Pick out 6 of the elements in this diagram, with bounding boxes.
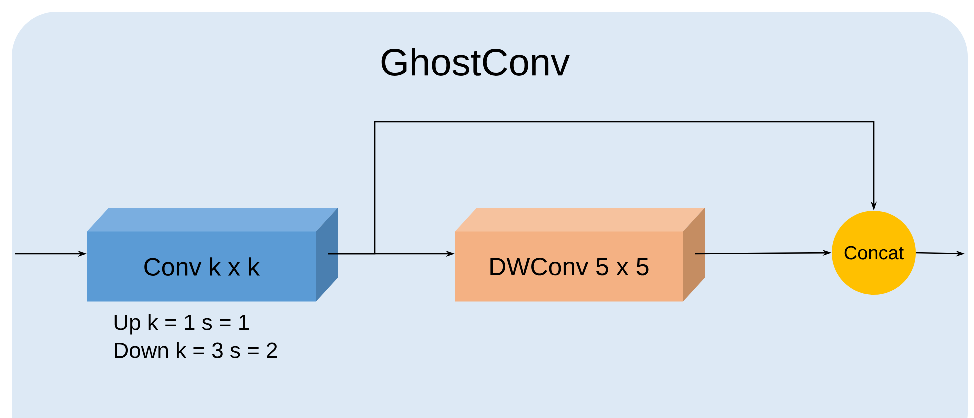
- arrow: [328, 121, 878, 255]
- parameter-note: Down k = 3 s = 2: [115, 342, 278, 358]
- block-3d: Conv k x k: [87, 208, 338, 302]
- parameter-note: Up k = 1 s = 1: [114, 314, 250, 335]
- block-3d: DWConv 5 x 5: [455, 208, 705, 302]
- title: GhostConv: [382, 48, 570, 76]
